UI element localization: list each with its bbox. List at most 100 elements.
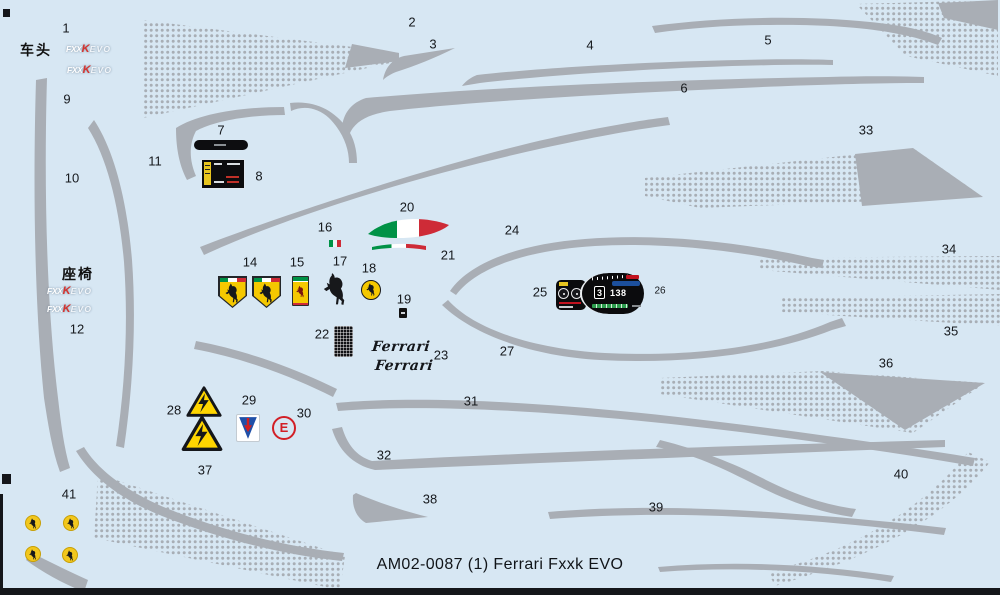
italian-flag-decal-small — [372, 243, 426, 250]
section-label-front: 车头 — [20, 42, 52, 58]
part-number-4: 4 — [586, 37, 594, 53]
display-blue-bar — [612, 281, 640, 286]
fxxk-evo-logo: FXXKEVO — [47, 285, 92, 297]
decal-bottom-right-strip — [658, 563, 894, 582]
wheel-cap-icon — [62, 547, 78, 563]
prancing-horse-icon — [323, 273, 345, 305]
decal-part-4 — [462, 59, 833, 86]
decal-part-36-solid-tip — [820, 372, 985, 430]
decal-part-37-halftone — [94, 474, 345, 590]
logo-k: K — [62, 285, 71, 297]
logo-k: K — [62, 303, 71, 315]
decal-strip-left-outer — [34, 78, 70, 472]
part-number-40: 40 — [893, 466, 909, 482]
dashboard-decal: 3 138 — [556, 270, 646, 316]
fxxk-evo-logo: FXXKEVO — [67, 64, 112, 76]
part-number-23: 23 — [433, 347, 449, 363]
part-number-9: 9 — [63, 91, 71, 107]
logo-evo: EVO — [70, 304, 93, 314]
part-number-28: 28 — [166, 402, 182, 418]
scuderia-shield-icon — [252, 276, 281, 308]
italian-flag-icon — [329, 240, 341, 247]
part-number-37: 37 — [197, 462, 213, 478]
decal-part-2-solid-tip — [345, 44, 399, 68]
decal-upper-mid-swoosh — [200, 117, 670, 255]
decal-part-34-halftone — [760, 256, 1000, 290]
scuderia-shield-icon — [218, 276, 247, 308]
part-number-14: 14 — [242, 254, 258, 270]
logo-k: K — [81, 43, 90, 55]
registration-mark-top-left — [3, 9, 10, 17]
sheet-title: AM02-0087 (1) Ferrari Fxxk EVO — [376, 556, 624, 573]
part-number-15: 15 — [289, 254, 305, 270]
plate-yellow-strip — [204, 162, 211, 185]
decal-part-31 — [336, 399, 975, 466]
part-number-10: 10 — [64, 170, 80, 186]
speed-readout: 138 — [610, 288, 627, 298]
part-number-18: 18 — [361, 260, 377, 276]
decal-part-9 — [176, 107, 285, 180]
decal-part-40-halftone — [768, 452, 990, 586]
part-number-6: 6 — [680, 80, 688, 96]
part-number-30: 30 — [296, 405, 312, 421]
part-number-27: 27 — [499, 343, 515, 359]
part-number-41: 41 — [61, 486, 77, 502]
decal-part-24-band — [450, 237, 824, 295]
part-number-25: 25 — [532, 284, 548, 300]
high-voltage-icon — [186, 386, 222, 417]
part-number-36: 36 — [878, 355, 894, 371]
part-number-26: 26 — [654, 285, 666, 297]
part-number-32: 32 — [376, 447, 392, 463]
part-number-33: 33 — [858, 122, 874, 138]
decal-part-6 — [341, 76, 924, 133]
seatbelt-warning-icon — [236, 414, 260, 442]
part-number-5: 5 — [764, 32, 772, 48]
logo-fxx: FXX — [47, 286, 63, 296]
tachometer-ticks — [591, 274, 631, 281]
part-number-39: 39 — [648, 499, 664, 515]
decal-part-38 — [352, 493, 428, 523]
decal-part-2-halftone — [143, 20, 399, 118]
decal-part-27-band — [442, 300, 846, 361]
display-green-bar — [592, 304, 628, 308]
logo-fxx: FXX — [67, 65, 83, 75]
decal-mid-left-band — [194, 341, 337, 397]
sheet-edge-bottom — [0, 588, 1000, 595]
part-number-3: 3 — [429, 36, 437, 52]
registration-mark-bottom-left — [2, 474, 11, 484]
small-black-decal — [399, 308, 407, 318]
part-number-22: 22 — [314, 326, 330, 342]
part-number-20: 20 — [399, 199, 415, 215]
part-number-21: 21 — [440, 247, 456, 263]
decal-part-3 — [383, 48, 455, 80]
gauge-icon — [558, 288, 569, 299]
high-voltage-icon — [181, 415, 223, 451]
fxxk-evo-logo: FXXKEVO — [47, 303, 92, 315]
gear-indicator: 3 — [594, 286, 605, 299]
sheet-edge-left — [0, 494, 3, 595]
part-number-38: 38 — [422, 491, 438, 507]
wheel-cap-icon — [63, 515, 79, 531]
decal-bottom-left-piece — [26, 552, 88, 592]
part-number-35: 35 — [943, 323, 959, 339]
section-label-seat: 座椅 — [62, 266, 94, 282]
ferrari-script-logo: Ferrari — [374, 358, 434, 374]
black-trim-decal — [194, 140, 248, 150]
part-number-1: 1 — [62, 20, 70, 36]
logo-evo: EVO — [90, 65, 113, 75]
e-mark-icon: E — [272, 416, 296, 440]
decal-part-5 — [652, 17, 942, 45]
part-number-31: 31 — [463, 393, 479, 409]
ferrari-script-logo: Ferrari — [371, 339, 431, 355]
part-number-17: 17 — [332, 253, 348, 269]
decal-part-32 — [332, 427, 945, 470]
logo-evo: EVO — [70, 286, 93, 296]
italian-flag-decal-large — [368, 219, 449, 238]
decal-bottom-right-scurve — [656, 440, 856, 517]
prancing-horse-emblem-icon — [361, 280, 381, 300]
part-number-24: 24 — [504, 222, 520, 238]
part-number-34: 34 — [941, 241, 957, 257]
grille-mesh-decal — [334, 326, 353, 357]
